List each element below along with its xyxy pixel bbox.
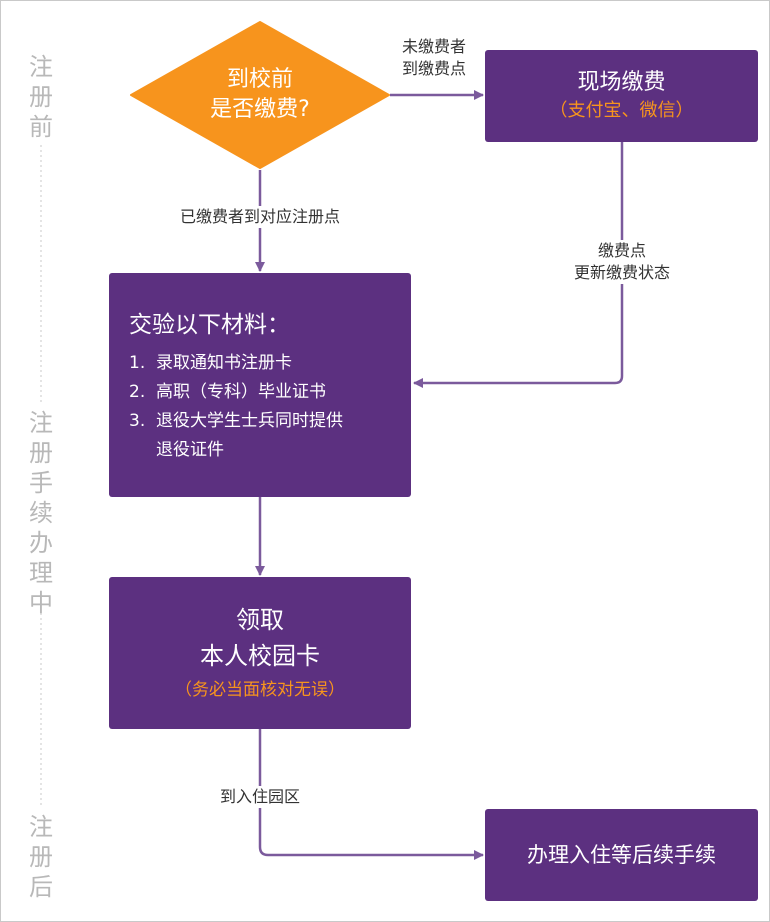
phase-text-after: 注册后 bbox=[29, 813, 53, 901]
verify-item: 2. 高职（专科）毕业证书 bbox=[129, 382, 327, 402]
phase-label-during: 注册手续办理中 bbox=[22, 408, 60, 618]
phase-text-during: 注册手续办理中 bbox=[29, 409, 53, 617]
verify-item: 退役证件 bbox=[129, 440, 225, 460]
verify-title: 交验以下材料： bbox=[129, 312, 290, 338]
checkin-box: 办理入住等后续手续 bbox=[485, 809, 758, 901]
edge-label-status-line1: 缴费点 bbox=[597, 241, 646, 260]
verify-materials-box: 交验以下材料： 1. 录取通知书注册卡 2. 高职（专科）毕业证书 3. 退役大… bbox=[109, 273, 411, 497]
edge-label-unpaid-line2: 到缴费点 bbox=[401, 59, 466, 78]
card-line2: 本人校园卡 bbox=[200, 642, 320, 670]
decision-node: 到校前 是否缴费? bbox=[130, 20, 390, 170]
edge-label-status-line2: 更新缴费状态 bbox=[573, 263, 670, 282]
onsite-payment-title: 现场缴费 bbox=[577, 70, 666, 95]
card-note: （务必当面核对无误） bbox=[175, 680, 345, 700]
onsite-payment-methods: （支付宝、微信） bbox=[549, 100, 694, 121]
phase-label-before: 注册前 bbox=[22, 52, 60, 142]
verify-item: 3. 退役大学生士兵同时提供 bbox=[129, 411, 344, 431]
decision-line1: 到校前 bbox=[226, 67, 293, 92]
edge-label-paid: 已缴费者到对应注册点 bbox=[162, 206, 358, 228]
checkin-label: 办理入住等后续手续 bbox=[527, 843, 716, 867]
phase-label-after: 注册后 bbox=[22, 812, 60, 902]
phase-text-before: 注册前 bbox=[29, 53, 53, 141]
campus-card-box: 领取 本人校园卡 （务必当面核对无误） bbox=[109, 577, 411, 729]
arrow-status-update bbox=[413, 142, 624, 388]
arrow-to-checkin bbox=[258, 729, 484, 860]
decision-line2: 是否缴费? bbox=[210, 97, 310, 122]
edge-label-to-dorm: 到入住园区 bbox=[205, 786, 315, 808]
edge-label-unpaid: 未缴费者 到缴费点 bbox=[380, 36, 488, 80]
onsite-payment-box: 现场缴费 （支付宝、微信） bbox=[485, 50, 758, 142]
edge-label-unpaid-line1: 未缴费者 bbox=[401, 37, 466, 56]
card-line1: 领取 bbox=[236, 606, 284, 634]
decision-diamond bbox=[130, 21, 390, 169]
verify-item: 1. 录取通知书注册卡 bbox=[129, 353, 293, 373]
edge-label-status-update: 缴费点 更新缴费状态 bbox=[552, 240, 692, 284]
